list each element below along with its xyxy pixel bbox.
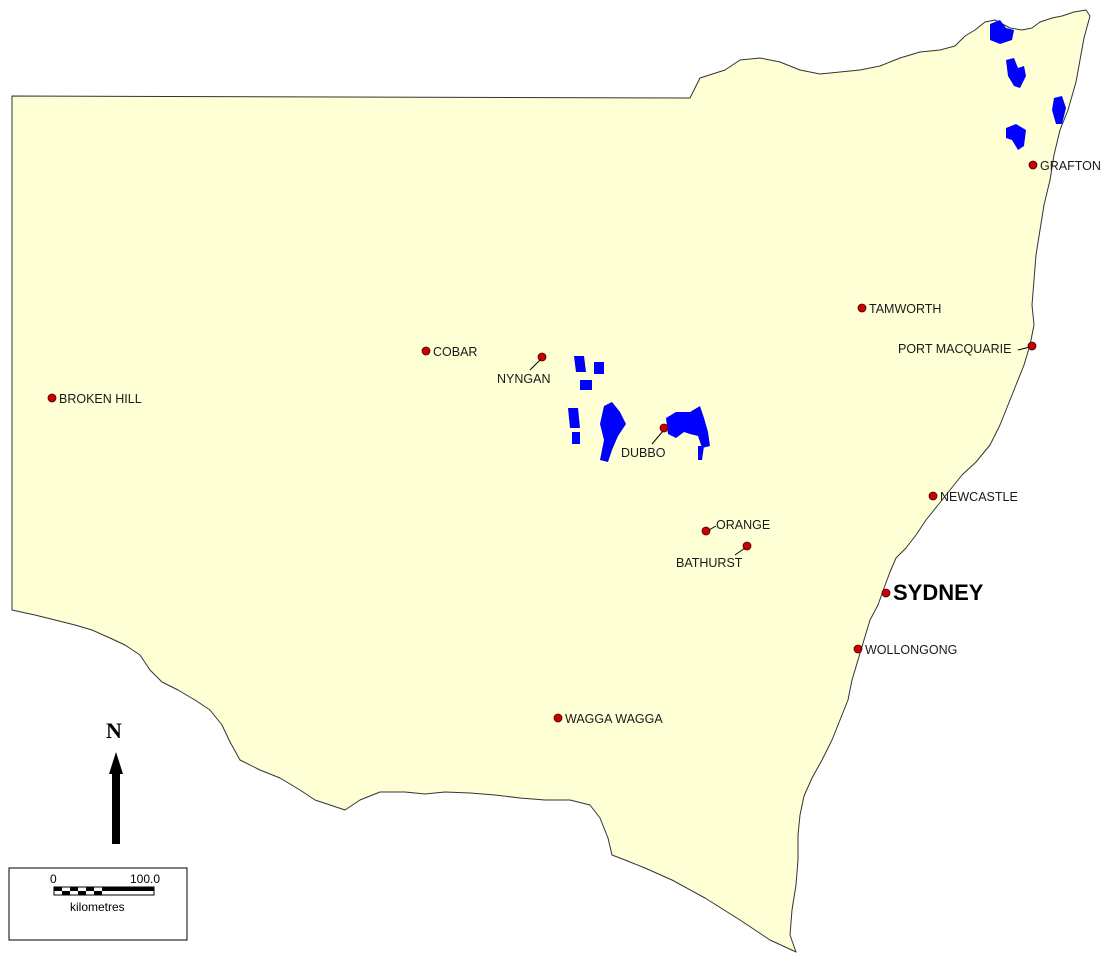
town-label-cobar: COBAR: [433, 345, 477, 359]
town-label-orange: ORANGE: [716, 518, 770, 532]
town-marker: [537, 352, 547, 362]
town-sydney: SYDNEY: [881, 580, 984, 605]
region-ne-4: [1006, 124, 1026, 150]
scale-bar-frame: [8, 867, 188, 941]
town-label-bathurst: BATHURST: [676, 556, 743, 570]
town-marker: [1028, 160, 1038, 170]
town-dubbo: DUBBO: [621, 423, 669, 460]
region-ne-2: [1006, 58, 1026, 88]
scale-start-label: 0: [50, 872, 57, 886]
town-nyngan: NYNGAN: [497, 352, 550, 386]
region-ne-3: [1052, 96, 1066, 124]
town-label-sydney: SYDNEY: [893, 580, 984, 605]
scale-end-label: 100.0: [130, 872, 160, 886]
town-marker: [857, 303, 867, 313]
scale-seg: [86, 887, 94, 891]
region-c-3: [580, 380, 592, 390]
region-c-7: [666, 406, 710, 448]
north-label: N: [106, 718, 122, 743]
town-marker: [853, 644, 863, 654]
town-marker: [928, 491, 938, 501]
town-label-broken-hill: BROKEN HILL: [59, 392, 142, 406]
scale-seg: [54, 887, 62, 891]
town-label-dubbo: DUBBO: [621, 446, 666, 460]
region-c-6: [600, 402, 626, 462]
north-arrow-shaft: [112, 772, 120, 844]
town-grafton: GRAFTON: [1028, 159, 1101, 173]
towns-layer: GRAFTON TAMWORTH PORT MACQUARIE COBAR NY…: [47, 159, 1101, 726]
town-bathurst: BATHURST: [676, 541, 752, 570]
town-marker: [659, 423, 669, 433]
region-ne-1: [990, 20, 1014, 44]
leader-line: [708, 525, 717, 531]
town-marker: [1027, 341, 1037, 351]
scale-bar: 0 100.0 kilometres: [8, 867, 188, 941]
region-c-4: [568, 408, 580, 428]
leader-line: [529, 358, 542, 371]
blue-regions: [568, 20, 1066, 462]
region-c-8: [698, 446, 704, 460]
town-cobar: COBAR: [421, 345, 477, 359]
town-marker: [701, 526, 711, 536]
town-wollongong: WOLLONGONG: [853, 643, 957, 657]
town-port-macquarie: PORT MACQUARIE: [898, 341, 1037, 356]
town-label-wagga-wagga: WAGGA WAGGA: [565, 712, 663, 726]
town-marker: [421, 346, 431, 356]
scale-seg: [78, 891, 86, 895]
leader-line: [651, 430, 664, 445]
town-newcastle: NEWCASTLE: [928, 490, 1018, 504]
region-c-1: [574, 356, 586, 372]
town-wagga-wagga: WAGGA WAGGA: [553, 712, 663, 726]
scale-seg: [70, 887, 78, 891]
town-label-tamworth: TAMWORTH: [869, 302, 941, 316]
town-label-grafton: GRAFTON: [1040, 159, 1101, 173]
north-arrow: N: [106, 718, 123, 844]
scale-seg: [102, 887, 154, 891]
scale-units-label: kilometres: [70, 900, 125, 914]
town-label-port-macquarie: PORT MACQUARIE: [898, 342, 1011, 356]
town-label-nyngan: NYNGAN: [497, 372, 550, 386]
town-broken-hill: BROKEN HILL: [47, 392, 142, 406]
town-orange: ORANGE: [701, 518, 770, 536]
leader-line: [734, 547, 746, 556]
scale-seg: [94, 891, 102, 895]
town-label-newcastle: NEWCASTLE: [940, 490, 1018, 504]
state-outline: [11, 9, 1091, 953]
leader-line: [1017, 346, 1031, 351]
town-marker: [47, 393, 57, 403]
region-c-5: [572, 432, 580, 444]
scale-seg: [62, 891, 70, 895]
town-tamworth: TAMWORTH: [857, 302, 941, 316]
region-c-2: [594, 362, 604, 374]
town-label-wollongong: WOLLONGONG: [865, 643, 957, 657]
town-marker: [553, 713, 563, 723]
town-marker: [881, 588, 891, 598]
north-arrow-head: [109, 752, 123, 774]
